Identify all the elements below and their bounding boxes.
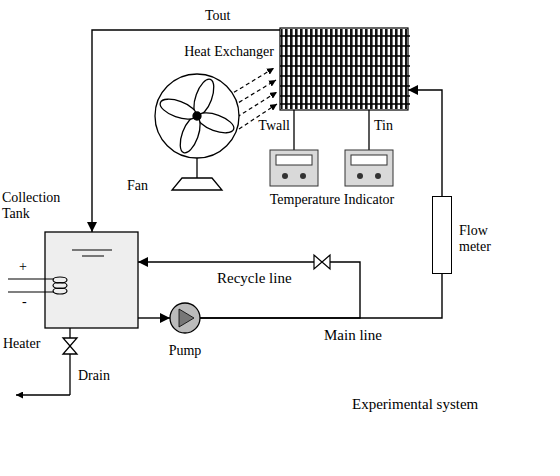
- flow-meter-label: Flow meter: [459, 223, 513, 255]
- pump: Pump: [170, 303, 200, 333]
- collection-tank-label: Collection Tank: [2, 190, 78, 222]
- temperature-tag: Tin: [374, 118, 393, 134]
- pump-symbol: [170, 303, 200, 333]
- temperature-tag: Tout: [205, 8, 230, 24]
- part-label: Drain: [78, 368, 110, 384]
- pipe-connector: [92, 30, 280, 232]
- fan: Fan: [152, 74, 244, 192]
- line-label: Recycle line: [215, 270, 294, 286]
- pipe-connector: [408, 90, 442, 196]
- collection-tank: Collection Tank: [45, 232, 138, 328]
- pipe-connector: [138, 317, 170, 318]
- polarity-sign: +: [19, 259, 27, 275]
- pipe-connector: [138, 262, 360, 318]
- pump-label: Pump: [169, 343, 202, 359]
- heat-exchanger-label: Heat Exchanger: [184, 44, 274, 60]
- polarity-sign: -: [22, 294, 27, 310]
- figure-caption: Experimental system: [352, 396, 478, 412]
- flow-meter: Flow meter: [432, 196, 452, 274]
- temperature-tag: Twall: [258, 118, 290, 134]
- part-label: Heater: [3, 336, 40, 352]
- fan-symbol: [155, 74, 239, 190]
- heat-exchanger: Heat Exchanger: [280, 28, 408, 110]
- instrument-label: Temperature Indicator: [270, 192, 395, 208]
- line-label: Main line: [322, 327, 384, 343]
- fan-label: Fan: [127, 178, 148, 194]
- heat-exchanger-core: [280, 28, 410, 110]
- heater-coil: [8, 277, 67, 294]
- tank-vessel: [45, 232, 138, 328]
- recycle-valve: [314, 255, 330, 269]
